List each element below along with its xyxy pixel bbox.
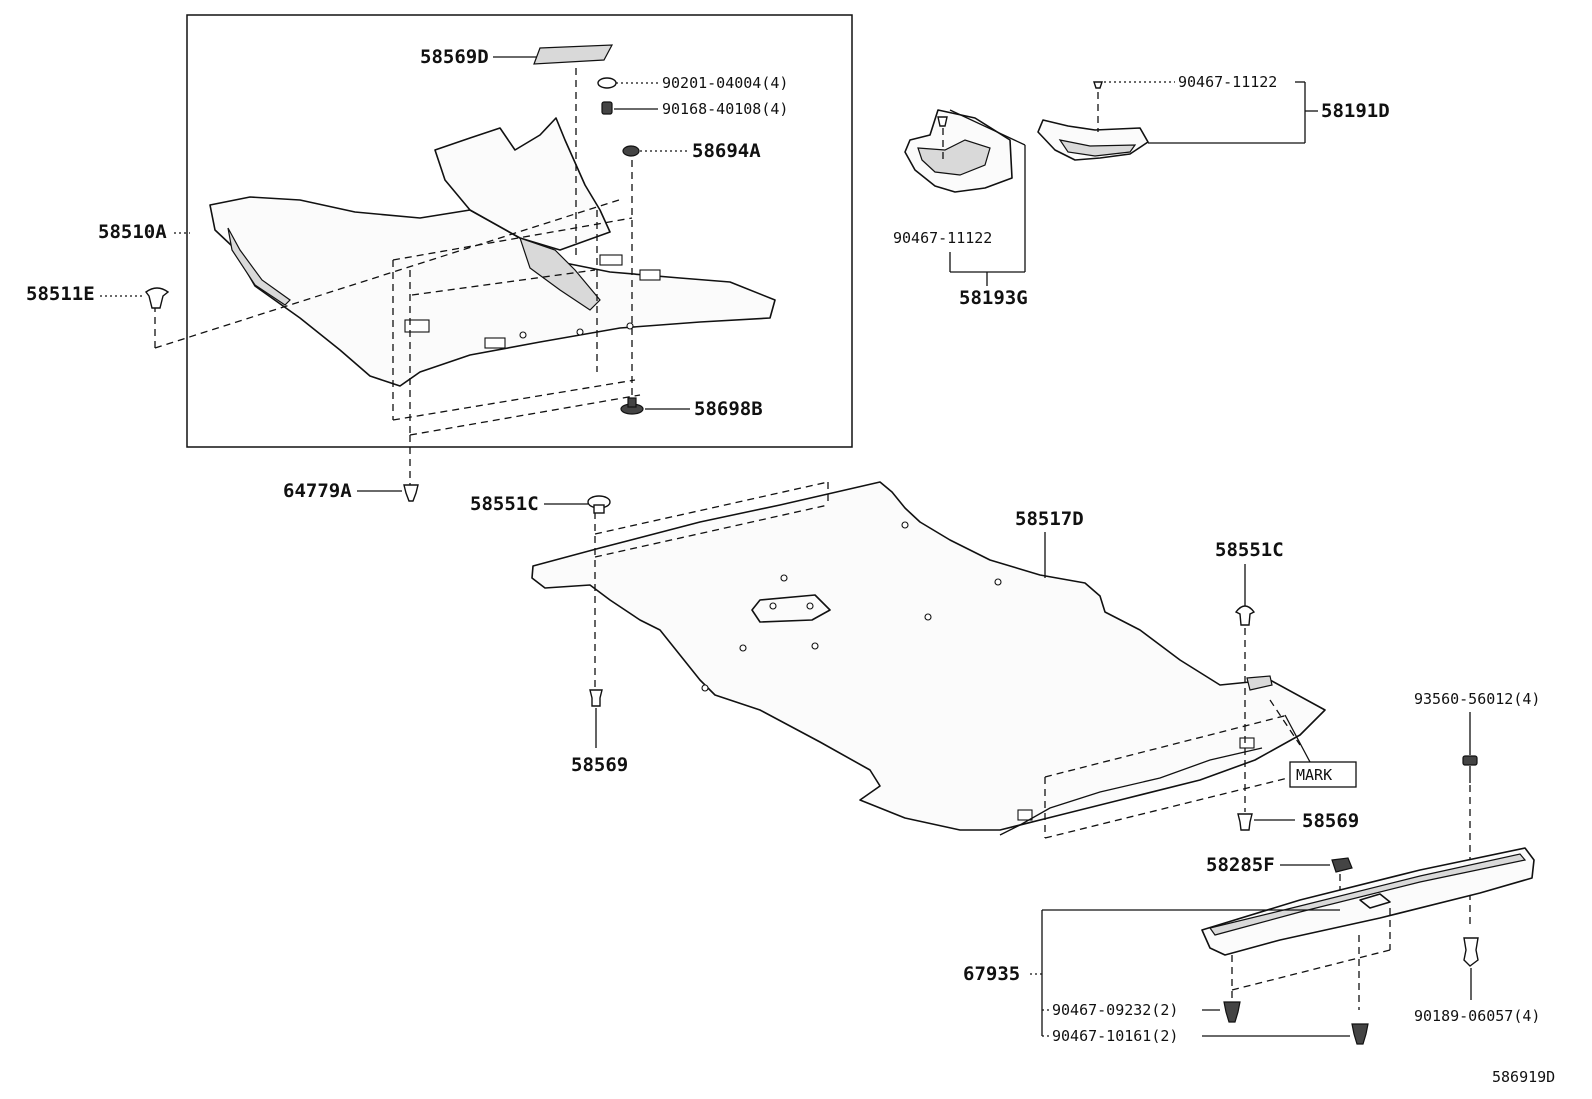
clip-58569-left: 58569 [571, 689, 628, 776]
label-90467-11122-left: 90467-11122 [893, 229, 992, 247]
label-90201: 90201-04004(4) [662, 74, 788, 92]
label-58551C-right: 58551C [1215, 539, 1284, 561]
illustration-id: 586919D [1492, 1068, 1555, 1086]
label-58285F: 58285F [1206, 854, 1275, 876]
label-90189: 90189-06057(4) [1414, 1007, 1540, 1025]
clip-90467-10161: 90467-10161(2) [1042, 1023, 1369, 1045]
front-carpet-group-box [186, 14, 853, 448]
label-58517D: 58517D [1015, 508, 1084, 530]
label-67935: 67935 [963, 963, 1020, 985]
label-58569D: 58569D [420, 46, 489, 68]
label-90467-10161: 90467-10161(2) [1052, 1027, 1178, 1045]
clip-58511E: 58511E [26, 283, 170, 309]
scuff-plate-67935 [1201, 847, 1535, 1010]
bracket-58193G: 90467-11122 58193G [893, 109, 1028, 309]
clip-58698B: 58698B [620, 397, 763, 420]
label-58510A: 58510A [98, 221, 167, 243]
mark-label: MARK [1296, 766, 1332, 784]
clip-64779A: 64779A [283, 480, 419, 502]
front-carpet-assembly-lines [154, 68, 641, 485]
rear-carpet-assembly-lines [594, 481, 1301, 839]
label-58511E: 58511E [26, 283, 95, 305]
label-90467-11122-top: 90467-11122 [1178, 73, 1277, 91]
clip-58285F: 58285F [1206, 854, 1353, 912]
pad-58569D: 58569D [420, 44, 614, 68]
label-58698B: 58698B [694, 398, 763, 420]
label-64779A: 64779A [283, 480, 352, 502]
label-58551C-left: 58551C [470, 493, 539, 515]
clip-58569-right: 58569 [1237, 810, 1359, 832]
rear-floor-carpet [531, 481, 1326, 836]
mark-callout: MARK [1284, 714, 1357, 788]
label-58193G: 58193G [959, 287, 1028, 309]
clip-58551C-left: 58551C [470, 493, 611, 515]
label-93560: 93560-56012(4) [1414, 690, 1540, 708]
label-58569-left: 58569 [571, 754, 628, 776]
callout-58510A: 58510A [98, 221, 190, 243]
label-90467-09232: 90467-09232(2) [1052, 1001, 1178, 1019]
label-58694A: 58694A [692, 140, 761, 162]
label-58191D: 58191D [1321, 100, 1390, 122]
label-90168: 90168-40108(4) [662, 100, 788, 118]
label-58569-right: 58569 [1302, 810, 1359, 832]
callout-58517D: 58517D [1015, 508, 1084, 578]
screw-90168: 90168-40108(4) [601, 100, 788, 118]
screw-93560: 93560-56012(4) [1414, 690, 1540, 925]
clip-90467-09232: 90467-09232(2) [1042, 1001, 1241, 1023]
bracket-58191D: 90467-11122 58191D [1037, 73, 1390, 161]
front-floor-carpet [209, 117, 776, 387]
clip-58551C-right: 58551C [1215, 539, 1284, 626]
callout-67935: 67935 [963, 909, 1340, 1036]
clip-90189: 90189-06057(4) [1414, 937, 1540, 1025]
washer-90201: 90201-04004(4) [597, 74, 788, 92]
clip-58694A: 58694A [622, 140, 761, 162]
